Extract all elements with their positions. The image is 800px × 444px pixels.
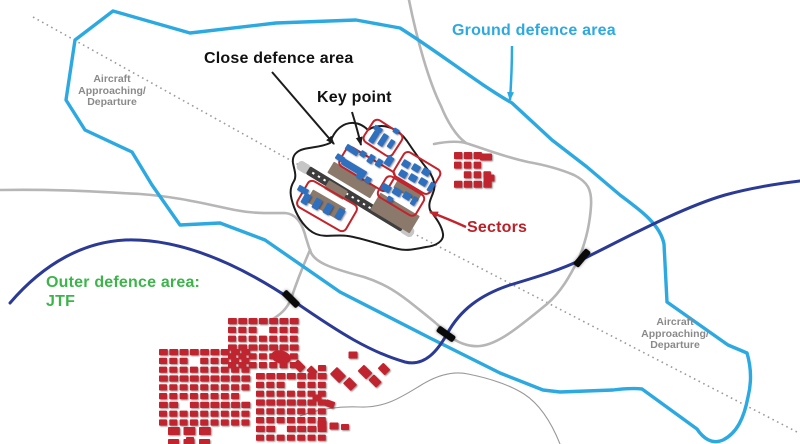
corridor-west-line2: Approaching/ [78,84,146,97]
checkpoint-marks [282,248,591,342]
corridor-east-line3: Departure [650,339,700,351]
checkpoint-mark [573,248,591,268]
corridor-west-line3: Departure [87,96,137,108]
ground-defence-boundary [64,9,753,444]
aprons [306,161,423,234]
approach-departure-line [32,16,798,433]
label-outer-defence-line2: JTF [46,293,76,310]
corridor-east-line1: Aircraft [656,316,694,328]
label-sectors: Sectors [467,219,528,236]
label-ground-defence-area: Ground defence area [452,22,616,39]
close-defence-boundary [289,121,445,251]
corridor-east-line2: Approaching/ [641,327,709,340]
label-key-point: Key point [317,89,392,106]
label-outer-defence-line1: Outer defence area: [46,274,201,291]
label-close-defence-area: Close defence area [204,50,354,67]
checkpoint-mark [436,326,456,342]
key-point-buildings [297,124,436,221]
runway-cap-west [296,160,311,174]
thin-track [299,372,561,444]
town-buildings [159,152,495,444]
label-aircraft-corridor-west: Aircraft Approaching/ Departure [59,73,165,109]
roads [0,0,593,444]
checkpoint-mark [282,290,300,308]
label-outer-defence-area: Outer defence area: JTF [46,273,200,311]
annotation-arrows [271,45,515,229]
label-aircraft-corridor-east: Aircraft Approaching/ Departure [622,316,728,352]
corridor-west-line1: Aircraft [93,73,131,85]
outer-defence-line [8,179,800,365]
